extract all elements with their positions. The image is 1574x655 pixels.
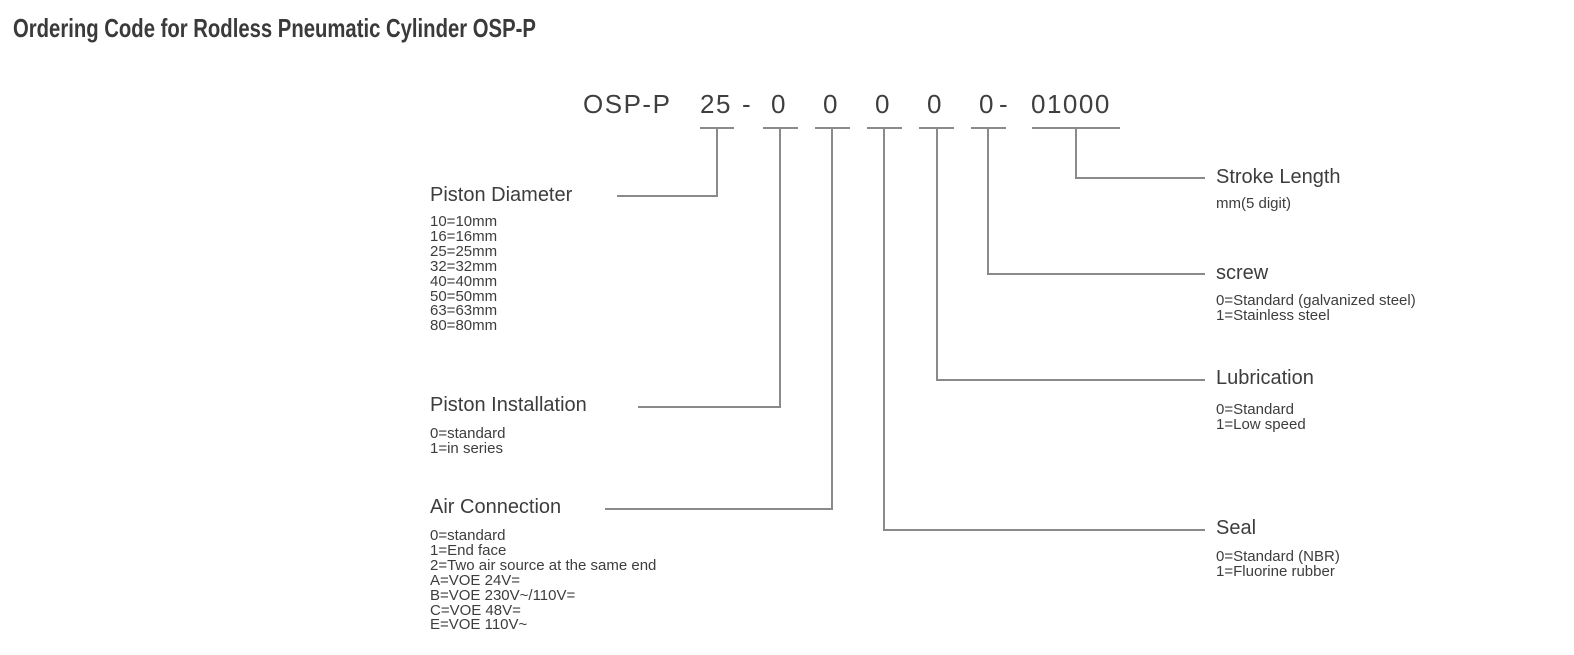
- connector-air-connection-vertical: [831, 127, 833, 510]
- code-prefix: OSP-P: [583, 89, 672, 119]
- connector-seal-vertical: [883, 127, 885, 531]
- code-token-air-connection: 0: [823, 89, 839, 119]
- connector-screw-horizontal: [987, 273, 1205, 275]
- code-token-piston-diameter: 25: [700, 89, 732, 119]
- screw-title: screw: [1216, 262, 1269, 284]
- code-token-screw: 0: [979, 89, 995, 119]
- code-separator-1: -: [742, 89, 753, 119]
- lubrication-options: 0=Standard 1=Low speed: [1216, 401, 1306, 433]
- seal-options: 0=Standard (NBR) 1=Fluorine rubber: [1216, 548, 1340, 580]
- connector-air-connection-horizontal: [605, 508, 833, 510]
- screw-options: 0=Standard (galvanized steel) 1=Stainles…: [1216, 292, 1416, 324]
- code-token-piston-installation: 0: [771, 89, 787, 119]
- air-connection-options: 0=standard 1=End face 2=Two air source a…: [430, 527, 657, 634]
- stroke-length-subtitle: mm(5 digit): [1216, 195, 1292, 212]
- connector-lubrication-horizontal: [936, 379, 1205, 381]
- connector-stroke-length-horizontal: [1075, 177, 1205, 179]
- connector-piston-diameter-horizontal: [617, 195, 718, 197]
- connector-seal-horizontal: [883, 529, 1205, 531]
- connector-screw-vertical: [987, 127, 989, 275]
- lubrication-title: Lubrication: [1216, 367, 1314, 389]
- seal-title: Seal: [1216, 517, 1257, 539]
- connector-stroke-length-vertical: [1075, 127, 1077, 179]
- code-token-lubrication: 0: [927, 89, 943, 119]
- connector-piston-diameter-vertical: [716, 127, 718, 197]
- stroke-length-title: Stroke Length: [1216, 166, 1341, 188]
- piston-diameter-options: 10=10mm 16=16mm 25=25mm 32=32mm 40=40mm …: [430, 213, 498, 335]
- connector-lubrication-vertical: [936, 127, 938, 381]
- piston-installation-title: Piston Installation: [430, 394, 587, 416]
- page-title: Ordering Code for Rodless Pneumatic Cyli…: [13, 13, 536, 43]
- piston-diameter-title: Piston Diameter: [430, 184, 573, 206]
- piston-installation-options: 0=standard 1=in series: [430, 425, 506, 457]
- code-token-seal: 0: [875, 89, 891, 119]
- connector-piston-installation-vertical: [779, 127, 781, 408]
- connector-piston-installation-horizontal: [638, 406, 781, 408]
- air-connection-title: Air Connection: [430, 496, 562, 518]
- code-token-stroke-length: 01000: [1031, 89, 1111, 119]
- code-separator-2: -: [999, 89, 1010, 119]
